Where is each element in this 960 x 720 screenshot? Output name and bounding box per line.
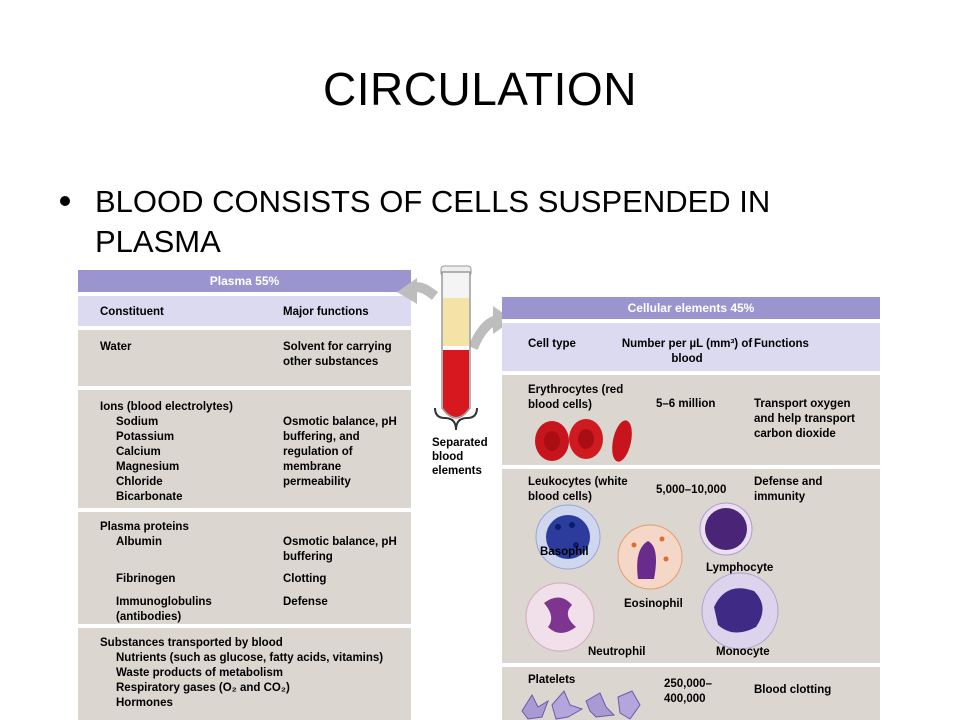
transported-item: Waste products of metabolism (116, 667, 283, 679)
ion-item: Chloride (116, 476, 163, 488)
bullet-text: BLOOD CONSISTS OF CELLS SUSPENDED IN PLA… (95, 184, 771, 259)
platelets-illustration (521, 690, 641, 720)
platelet-icon (585, 692, 616, 718)
ion-item: Sodium (116, 416, 159, 428)
platelets-function: Blood clotting (754, 684, 832, 696)
col-cell-type: Cell type (528, 338, 576, 350)
col-constituent: Constituent (100, 306, 164, 318)
cellular-row-platelets: Platelets 250,000–400,000 Blood clotting (502, 663, 880, 720)
leukocytes-function: Defense and immunity (754, 476, 823, 503)
cellular-column-headers: Cell type Number per µL (mm³) of blood F… (502, 319, 880, 371)
rbc-side-icon (612, 420, 632, 462)
slide-title: CIRCULATION (323, 63, 637, 115)
basophil-label: Basophil (540, 546, 589, 558)
transported-heading: Substances transported by blood (100, 637, 283, 649)
albumin-label: Albumin (116, 536, 162, 548)
tube-label: Separated blood elements (432, 437, 488, 477)
eosinophil-label: Eosinophil (624, 598, 683, 610)
lymphocyte-label: Lymphocyte (706, 562, 774, 574)
water-label: Water (100, 341, 132, 353)
ions-function: Osmotic balance, pH buffering, and regul… (283, 416, 397, 488)
cellular-elements-table: Cellular elements 45% Cell type Number p… (502, 297, 880, 720)
immunoglobulins-label: Immunoglobulins (antibodies) (116, 596, 212, 623)
cellular-row-leukocytes: Leukocytes (white blood cells) 5,000–10,… (502, 465, 880, 663)
erythrocytes-function: Transport oxygen and help transport carb… (754, 398, 855, 440)
plasma-table: Plasma 55% Constituent Major functions W… (78, 270, 411, 720)
monocyte-label: Monocyte (716, 646, 770, 658)
col-functions: Functions (754, 338, 809, 350)
platelet-icon (551, 690, 584, 720)
cellular-row-erythrocytes: Erythrocytes (red blood cells) 5–6 milli… (502, 371, 880, 465)
transported-item: Nutrients (such as glucose, fatty acids,… (116, 652, 384, 664)
tube-buffy-coat (443, 346, 469, 350)
ion-item: Calcium (116, 446, 161, 458)
ion-item: Potassium (116, 431, 175, 443)
leukocytes-number: 5,000–10,000 (656, 484, 727, 496)
ion-item: Bicarbonate (116, 491, 183, 503)
leukocytes-label: Leukocytes (white blood cells) (528, 476, 628, 503)
erythrocytes-label: Erythrocytes (red blood cells) (528, 384, 624, 411)
transported-item: Hormones (116, 697, 173, 709)
platelet-icon (617, 690, 641, 720)
plasma-column-headers: Constituent Major functions (78, 292, 411, 326)
arrow-to-plasma-head (397, 278, 417, 304)
platelet-icon (521, 693, 549, 720)
white-blood-cells-illustration (525, 502, 779, 652)
erythrocytes-number: 5–6 million (656, 398, 716, 410)
brace-icon (434, 407, 478, 431)
immunoglobulins-function: Defense (283, 596, 328, 608)
platelets-number: 250,000–400,000 (664, 678, 712, 705)
proteins-heading: Plasma proteins (100, 521, 189, 533)
ion-item: Magnesium (116, 461, 180, 473)
water-function: Solvent for carrying other substances (283, 341, 392, 368)
plasma-row-proteins: Plasma proteins Albumin Osmotic balance,… (78, 508, 411, 624)
fibrinogen-label: Fibrinogen (116, 573, 176, 585)
transported-item: Respiratory gases (O₂ and CO₂) (116, 682, 290, 694)
separated-blood-tube-illustration (397, 265, 513, 431)
neutrophil-label: Neutrophil (588, 646, 646, 658)
albumin-function: Osmotic balance, pH buffering (283, 536, 397, 563)
plasma-row-ions: Ions (blood electrolytes) Sodium Potassi… (78, 386, 411, 508)
col-number: Number per µL (mm³) of blood (621, 338, 753, 365)
cellular-header: Cellular elements 45% (502, 297, 880, 319)
tube-red-cell-layer (443, 350, 469, 417)
bullet-dot (60, 196, 70, 206)
plasma-row-transported: Substances transported by blood Nutrient… (78, 624, 411, 720)
platelets-label: Platelets (528, 674, 576, 686)
ions-heading: Ions (blood electrolytes) (100, 401, 233, 413)
tube-plasma-layer (443, 298, 469, 348)
plasma-header: Plasma 55% (78, 270, 411, 292)
col-major-functions: Major functions (283, 306, 369, 318)
fibrinogen-function: Clotting (283, 573, 327, 585)
red-blood-cells-illustration (535, 419, 632, 462)
plasma-row-water: Water Solvent for carrying other substan… (78, 326, 411, 386)
